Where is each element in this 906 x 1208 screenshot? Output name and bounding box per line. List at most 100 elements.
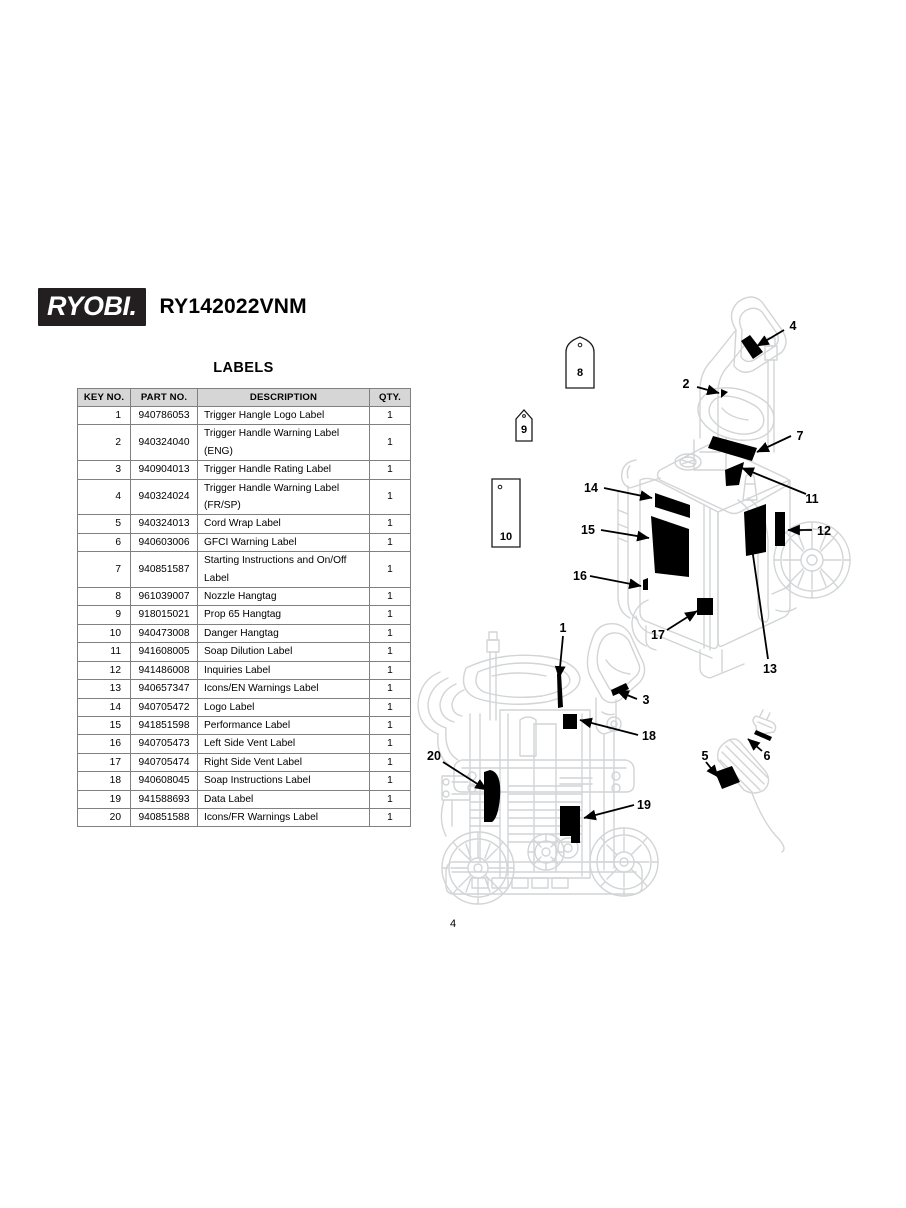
- hangtag-shape-9: [515, 409, 533, 442]
- cell-desc: Trigger Handle Warning Label (ENG): [197, 424, 370, 462]
- cell-desc: Trigger Hangle Logo Label: [197, 405, 370, 426]
- leader-line-17: [666, 610, 698, 631]
- cell-desc: Performance Label: [197, 715, 370, 736]
- cell-part: 941588693: [130, 789, 198, 809]
- cell-desc: Soap Dilution Label: [197, 642, 370, 662]
- leader-line-6: [747, 738, 763, 752]
- cell-key: 7: [77, 551, 131, 589]
- callout-13: 13: [763, 662, 777, 676]
- cell-key: 18: [77, 771, 131, 791]
- callout-7: 7: [797, 429, 804, 443]
- leader-line-7: [756, 435, 792, 453]
- callout-15: 15: [581, 523, 595, 537]
- cell-key: 10: [77, 623, 131, 644]
- label-patch-7: [708, 436, 757, 461]
- cell-qty: 1: [369, 715, 411, 736]
- cell-desc: Trigger Handle Warning Label (FR/SP): [197, 478, 370, 516]
- leader-line-3: [616, 690, 638, 701]
- cell-qty: 1: [369, 424, 411, 462]
- leader-line-2: [696, 384, 720, 396]
- parts-table: KEY NO. PART NO. DESCRIPTION QTY. 1 94078…: [77, 388, 411, 828]
- label-patch-17: [697, 598, 713, 615]
- page-number: 4: [449, 918, 457, 930]
- cell-desc: GFCI Warning Label: [197, 532, 370, 553]
- hangtag-number-8: 8: [577, 367, 583, 379]
- cell-qty: 1: [369, 605, 411, 625]
- cell-qty: 1: [369, 771, 411, 791]
- leader-line-19: [583, 804, 635, 821]
- cell-part: 940705474: [130, 752, 198, 773]
- leader-line-1: [554, 635, 566, 679]
- document-header: RYOBI. RY142022VNM: [38, 288, 307, 326]
- cell-qty: 1: [369, 551, 411, 589]
- leader-line-11: [741, 467, 807, 495]
- cell-qty: 1: [369, 478, 411, 516]
- label-patch-4: [741, 335, 763, 359]
- callout-17: 17: [651, 628, 665, 642]
- callout-1: 1: [560, 621, 567, 635]
- cell-desc: Data Label: [197, 789, 370, 809]
- callout-19: 19: [637, 798, 651, 812]
- cell-desc: Left Side Vent Label: [197, 734, 370, 754]
- cell-part: 961039007: [130, 587, 198, 607]
- label-patch-2: [721, 389, 728, 398]
- column-header-key: KEY NO.: [77, 388, 131, 407]
- hangtag-hole-10: [497, 484, 503, 490]
- cell-qty: 1: [369, 679, 411, 699]
- cell-qty: 1: [369, 532, 411, 553]
- label-patch-19: [560, 806, 580, 843]
- cell-qty: 1: [369, 752, 411, 773]
- table-header-row: KEY NO. PART NO. DESCRIPTION QTY.: [77, 388, 411, 407]
- hangtag-number-10: 10: [500, 531, 512, 543]
- label-patch-14: [655, 493, 690, 518]
- label-patch-16: [643, 578, 648, 590]
- label-patch-3: [611, 683, 629, 696]
- cell-qty: 1: [369, 405, 411, 426]
- leader-line-16: [589, 575, 642, 590]
- hangtag-hole-9: [522, 414, 526, 418]
- leader-line-4: [756, 329, 785, 347]
- cell-key: 3: [77, 460, 131, 480]
- column-header-description: DESCRIPTION: [197, 388, 370, 407]
- cell-desc: Danger Hangtag: [197, 623, 370, 644]
- hangtag-shape-10: [491, 478, 521, 548]
- callout-14: 14: [584, 481, 598, 495]
- ryobi-logo: RYOBI.: [38, 288, 146, 326]
- leader-line-13: [751, 547, 769, 660]
- cell-desc: Right Side Vent Label: [197, 752, 370, 773]
- cell-qty: 1: [369, 660, 411, 681]
- cell-qty: 1: [369, 623, 411, 644]
- leader-line-15: [600, 529, 650, 542]
- cell-part: 940705472: [130, 697, 198, 717]
- model-number: RY142022VNM: [159, 294, 307, 318]
- callout-2: 2: [683, 377, 690, 391]
- cell-key: 12: [77, 660, 131, 681]
- cell-part: 941851598: [130, 715, 198, 736]
- cell-desc: Icons/FR Warnings Label: [197, 807, 370, 828]
- cell-key: 2: [77, 424, 131, 462]
- cell-qty: 1: [369, 642, 411, 662]
- cell-qty: 1: [369, 697, 411, 717]
- cell-key: 20: [77, 807, 131, 828]
- table-title: LABELS: [213, 360, 274, 376]
- cell-part: 918015021: [130, 605, 198, 625]
- cell-part: 940851587: [130, 551, 198, 589]
- callout-6: 6: [764, 749, 771, 763]
- cell-key: 8: [77, 587, 131, 607]
- cell-desc: Starting Instructions and On/Off Label: [197, 551, 370, 589]
- cell-part: 940786053: [130, 405, 198, 426]
- label-patch-11: [725, 462, 744, 486]
